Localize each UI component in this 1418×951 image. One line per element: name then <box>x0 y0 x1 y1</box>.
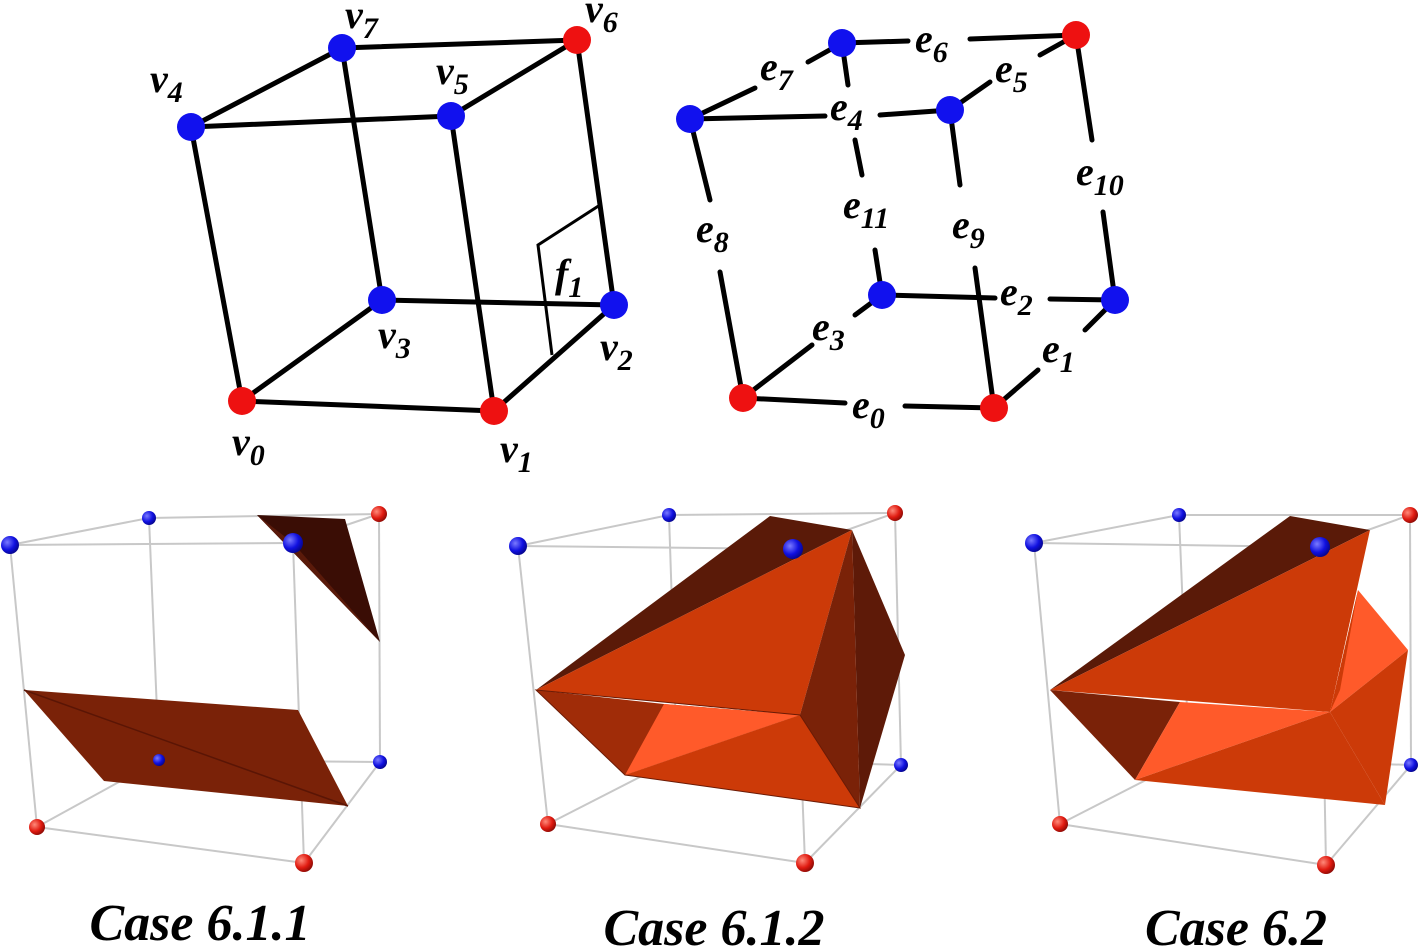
label-e1: e1 <box>1042 326 1075 379</box>
isosurface <box>534 516 905 809</box>
vertex-v4 <box>177 113 205 141</box>
label-v6: v6 <box>585 0 618 39</box>
vertex-v4 <box>676 105 704 133</box>
vertex-cube-diagram: v0 v1 v2 v3 v4 v5 v6 v7 f1 <box>150 0 633 479</box>
label-v0: v0 <box>232 419 265 472</box>
case-vertices <box>1 506 387 872</box>
label-v4: v4 <box>150 56 183 109</box>
vertex-v2 <box>600 291 628 319</box>
label-v2: v2 <box>600 324 633 377</box>
label-e7: e7 <box>760 44 794 97</box>
vertex-v7 <box>828 29 856 57</box>
vertex-v6 <box>563 26 591 54</box>
vertex-v1 <box>480 397 508 425</box>
vertex-v5 <box>437 102 465 130</box>
vertex-v2 <box>1101 286 1129 314</box>
label-e5: e5 <box>995 46 1028 99</box>
cube-vertices <box>177 26 628 425</box>
case-6-1-2-render <box>509 505 908 872</box>
case-vertices <box>1025 507 1418 874</box>
label-e3: e3 <box>812 304 845 357</box>
caption-case-6-1-2: Case 6.1.2 <box>604 900 825 951</box>
isosurface <box>1050 516 1408 805</box>
label-e9: e9 <box>952 202 985 255</box>
thin-cube-edges <box>9 513 381 864</box>
label-e6: e6 <box>915 16 948 69</box>
vertex-v3 <box>368 286 396 314</box>
edge-cube-diagram: e0 e1 e2 e3 e4 e5 e6 e7 e8 e9 e10 e11 <box>676 16 1129 435</box>
vertex-v5 <box>936 96 964 124</box>
label-e11: e11 <box>843 182 889 235</box>
cube-edges <box>188 37 617 414</box>
label-v5: v5 <box>436 48 469 101</box>
label-v3: v3 <box>378 312 411 365</box>
label-e8: e8 <box>696 206 729 259</box>
vertex-v7 <box>328 34 356 62</box>
label-v1: v1 <box>500 426 533 479</box>
label-v7: v7 <box>345 0 379 45</box>
case-6-2-render <box>1025 507 1418 874</box>
vertex-v1 <box>980 394 1008 422</box>
vertex-labels: v0 v1 v2 v3 v4 v5 v6 v7 f1 <box>150 0 633 479</box>
label-e2: e2 <box>1000 269 1033 322</box>
label-e0: e0 <box>852 382 885 435</box>
vertex-v3 <box>868 281 896 309</box>
case-vertices <box>509 505 908 872</box>
label-e4: e4 <box>830 84 863 137</box>
vertex-v0 <box>729 384 757 412</box>
face-marker <box>536 203 601 356</box>
case-6-1-1-render <box>1 506 387 872</box>
label-e10: e10 <box>1076 149 1124 202</box>
caption-case-6-1-1: Case 6.1.1 <box>90 895 311 951</box>
vertex-v0 <box>228 387 256 415</box>
label-f1: f1 <box>555 251 583 304</box>
edge-labels: e0 e1 e2 e3 e4 e5 e6 e7 e8 e9 e10 e11 <box>696 16 1124 435</box>
vertex-v6 <box>1062 21 1090 49</box>
edge-cube-vertices <box>676 21 1129 422</box>
caption-case-6-2: Case 6.2 <box>1145 900 1327 951</box>
